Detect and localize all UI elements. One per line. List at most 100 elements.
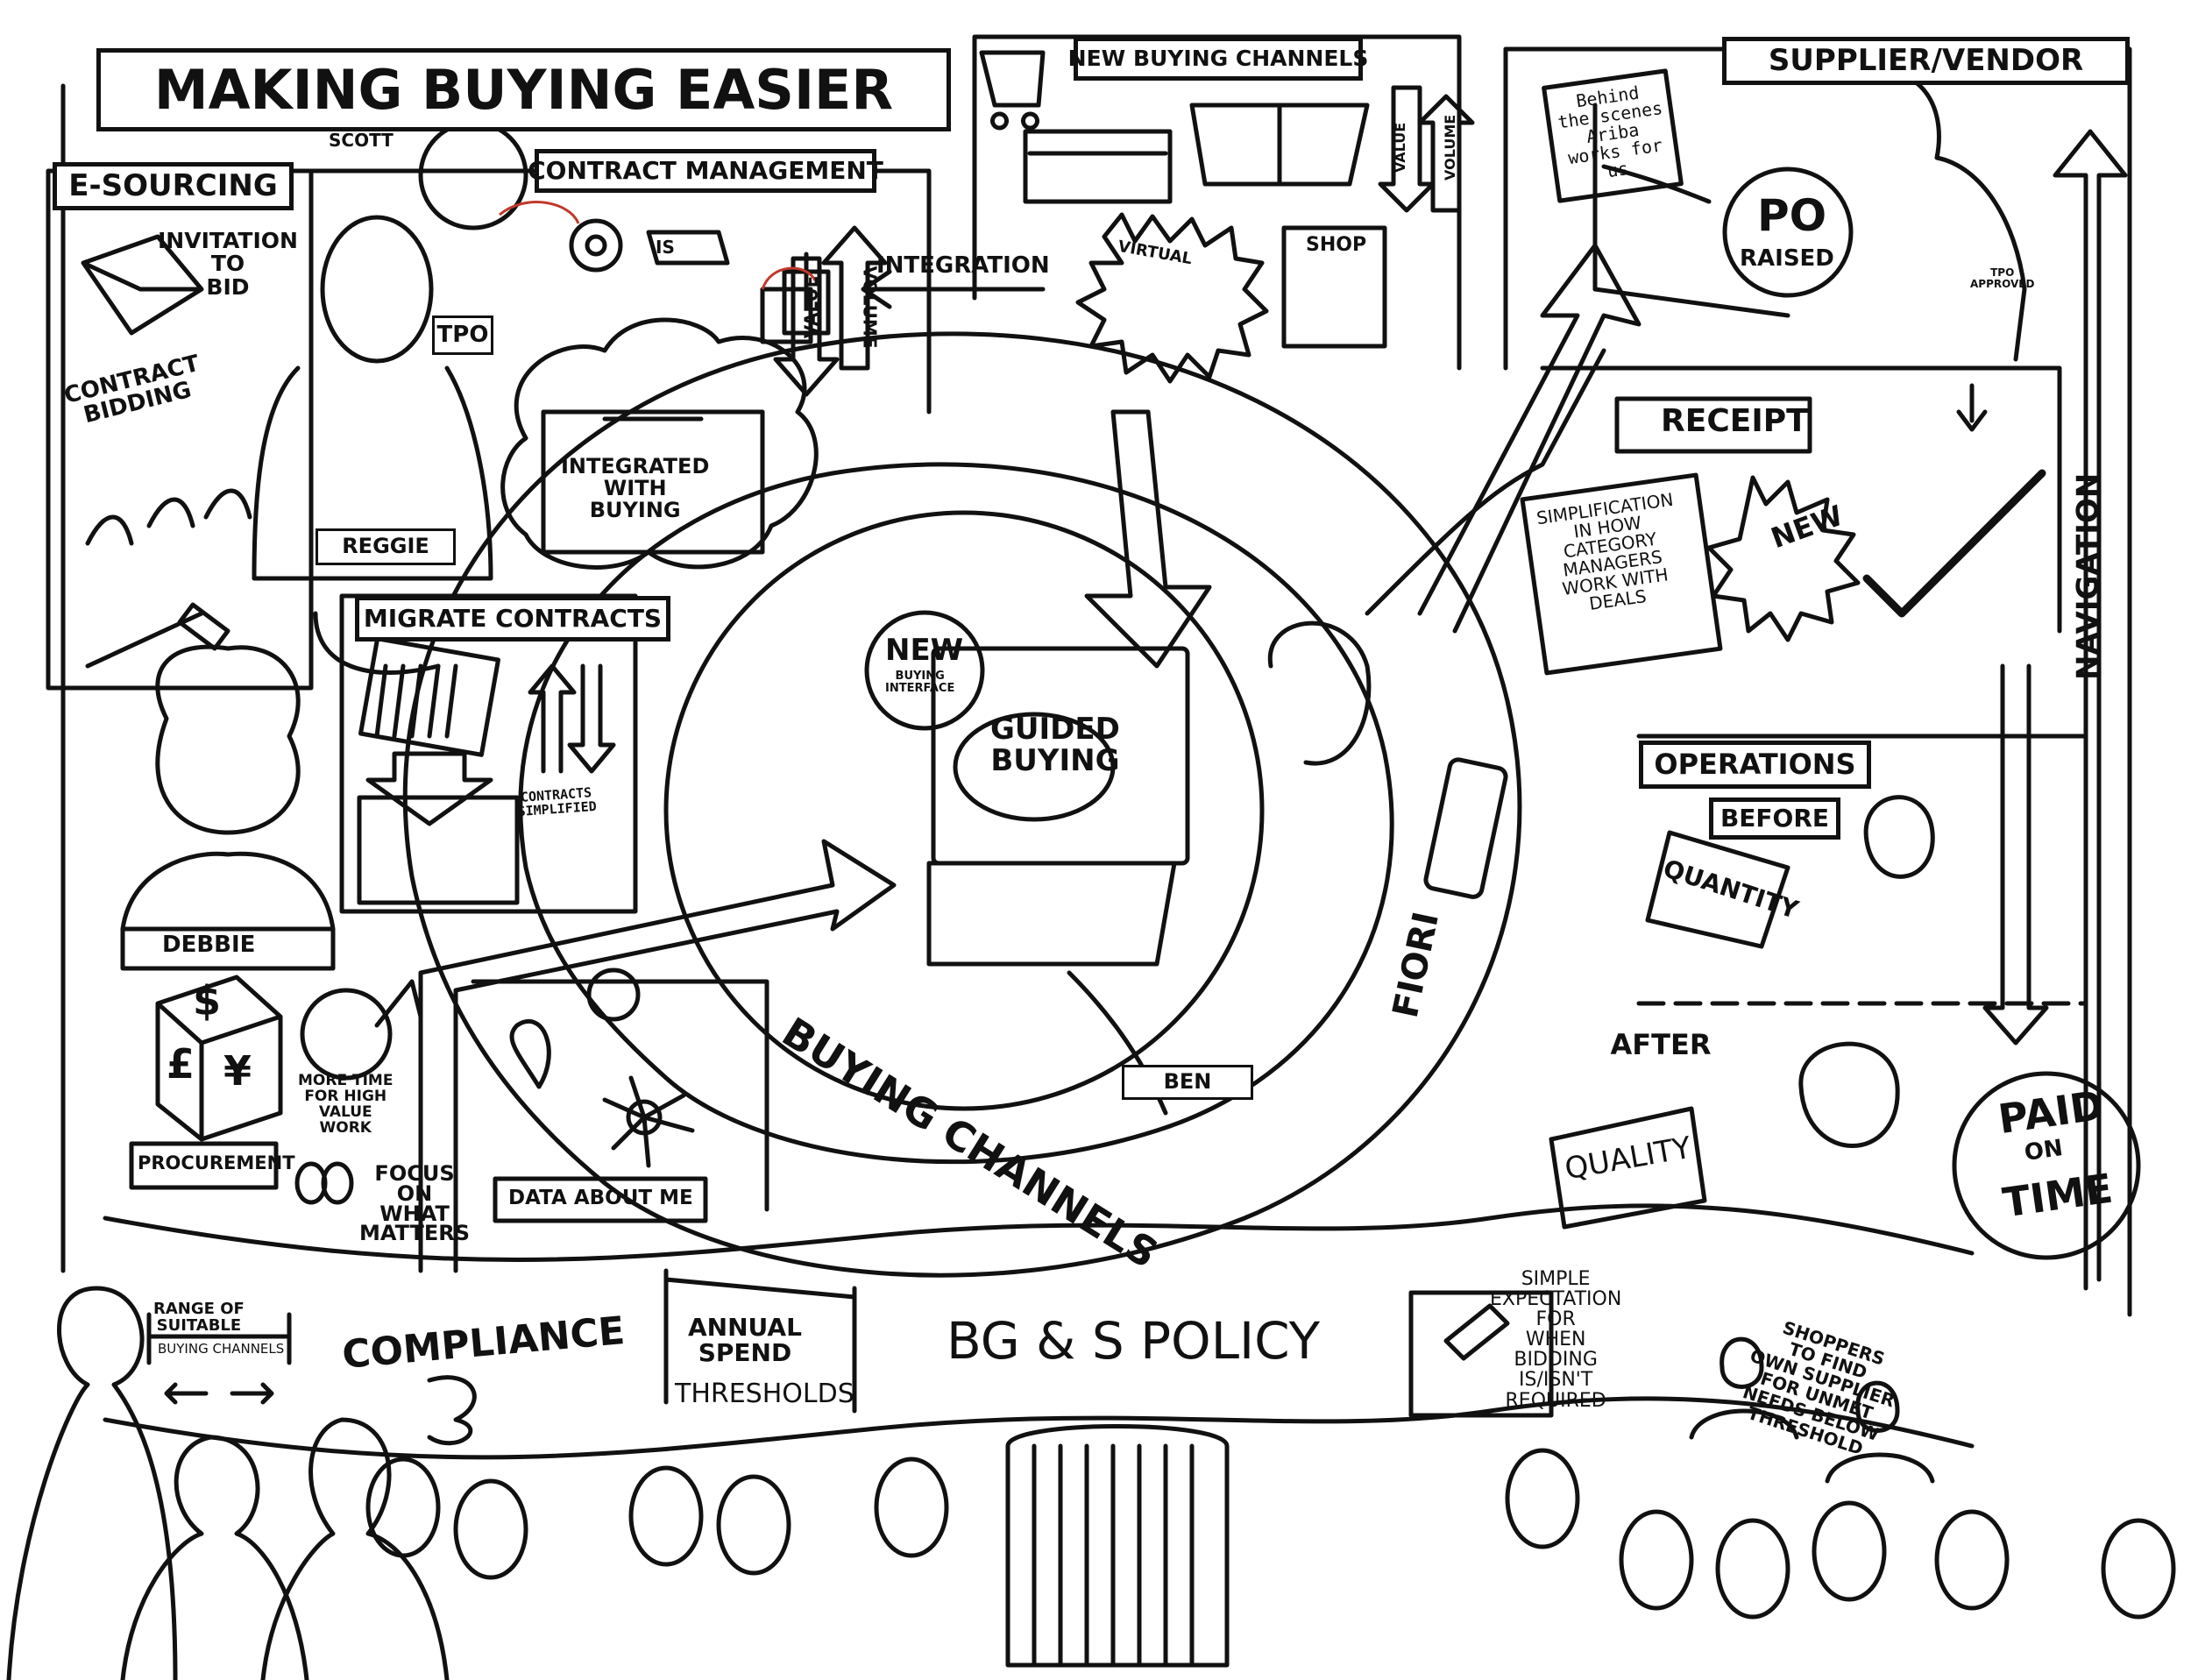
- gear-icon: [571, 221, 620, 270]
- phone-icon: [1424, 758, 1507, 898]
- focus-label: FOCUS ON WHAT MATTERS: [359, 1164, 470, 1244]
- contract-management-frame: [311, 171, 929, 412]
- scott-head: [421, 123, 526, 228]
- contract-management-title: CONTRACT MANAGEMENT: [528, 158, 883, 183]
- reggie-label: REGGIE: [342, 535, 429, 557]
- receipt-arrow: [1959, 386, 1985, 429]
- new-buying-channels-title-box: NEW BUYING CHANNELS: [1074, 37, 1363, 81]
- thresholds-label: THRESHOLDS: [675, 1380, 854, 1408]
- crowd-face: [456, 1481, 526, 1577]
- crowd-face: [2103, 1521, 2173, 1617]
- migrate-arrow-icon: [368, 754, 491, 824]
- building-windows: [1034, 1446, 1192, 1665]
- tpo-label: TPO: [437, 323, 489, 347]
- ben-label-box: BEN: [1122, 1065, 1253, 1100]
- debbie-head: [158, 647, 298, 833]
- debbie-label: DEBBIE: [162, 933, 255, 957]
- title-box: MAKING BUYING EASIER: [96, 48, 951, 131]
- reggie-head: [323, 217, 431, 361]
- pound-symbol: £: [167, 1043, 195, 1085]
- center-circle: [666, 513, 1262, 1109]
- new-interface-label: NEW: [885, 635, 963, 667]
- tpo-approved-badge: TPO APPROVED: [1970, 267, 2034, 289]
- crowd-face: [1621, 1512, 1691, 1608]
- ben-head: [1270, 623, 1369, 763]
- card-icon: [1025, 131, 1170, 202]
- volume-label: VOLUME: [860, 266, 878, 349]
- range-channels-label: BUYING CHANNELS: [158, 1343, 284, 1357]
- is-label: IS: [656, 238, 675, 257]
- e-sourcing-title: E-SOURCING: [68, 171, 277, 202]
- crowd-face: [719, 1477, 789, 1573]
- navigation-label: NAVIGATION: [2073, 473, 2104, 680]
- checkmark-icon: [1867, 473, 2042, 613]
- simplification-label: SIMPLIFICATION IN HOW CATEGORY MANAGERS …: [1535, 491, 1687, 620]
- ariba-note-text: Behind the scenes Ariba works for us: [1554, 81, 1671, 187]
- annual-spend-label: ANNUAL SPEND: [688, 1315, 802, 1366]
- before-box: BEFORE: [1709, 797, 1840, 840]
- person-left-2: [123, 1437, 307, 1680]
- laptop-keyboard: [929, 863, 1174, 964]
- profile-circle-icon: [589, 970, 638, 1019]
- supplier-person: [1875, 70, 2024, 359]
- guided-buying-label: GUIDED BUYING: [990, 714, 1120, 776]
- integrated-label: INTEGRATED WITH BUYING: [561, 456, 709, 522]
- channels-value-label: VALUE: [1393, 123, 1408, 173]
- down-arrow-into-center: [1087, 412, 1209, 666]
- reggie-label-box: REGGIE: [316, 528, 456, 565]
- crowd-face: [631, 1468, 701, 1564]
- handshake-icon: [429, 1378, 474, 1443]
- contract-management-title-box: CONTRACT MANAGEMENT: [535, 149, 876, 193]
- before-face: [1866, 797, 1932, 877]
- procurement-label: PROCUREMENT: [138, 1153, 295, 1173]
- cycle-icon: [302, 990, 390, 1078]
- raised-label: RAISED: [1740, 247, 1834, 271]
- crowd-face: [1937, 1512, 2007, 1608]
- up-arrow-icon: [530, 666, 574, 771]
- crowd-face: [1718, 1521, 1788, 1617]
- crowd-face: [1507, 1450, 1578, 1547]
- page-title: MAKING BUYING EASIER: [154, 61, 893, 118]
- expectation-label: SIMPLE EXPECTATION FOR WHEN BIDDING IS/I…: [1490, 1269, 1621, 1411]
- tpo-badge-box: TPO: [432, 315, 493, 355]
- data-about-me-label: DATA ABOUT ME: [508, 1187, 693, 1209]
- before-label: BEFORE: [1720, 805, 1829, 831]
- down-arrow-icon: [570, 666, 613, 771]
- debbie-body: [123, 854, 333, 929]
- eye-right-icon: [323, 1164, 351, 1202]
- crowd-face: [876, 1459, 947, 1556]
- range-label: RANGE OF SUITABLE: [153, 1301, 245, 1335]
- operations-down-arrow: [1985, 666, 2046, 1043]
- range-arrows: [167, 1385, 272, 1402]
- after-face: [1801, 1044, 1897, 1145]
- receipt-title: RECEIPT: [1661, 405, 1808, 438]
- dollar-symbol: $: [193, 980, 221, 1022]
- eye-left-icon: [297, 1164, 325, 1202]
- shop-label: SHOP: [1306, 235, 1366, 255]
- bidders-icon: [88, 491, 250, 543]
- on-label: ON: [2023, 1137, 2064, 1166]
- invitation-label: INVITATION TO BID: [158, 230, 298, 299]
- more-time-label: MORE TIME FOR HIGH VALUE WORK: [298, 1074, 393, 1136]
- operations-title-box: OPERATIONS: [1639, 741, 1871, 789]
- crowd-face: [368, 1459, 438, 1556]
- migrate-contracts-title-box: MIGRATE CONTRACTS: [355, 596, 670, 642]
- policy-title: BG & S POLICY: [947, 1315, 1320, 1368]
- channels-volume-label: VOLUME: [1443, 115, 1458, 181]
- gavel-icon: [88, 605, 228, 666]
- operations-title: OPERATIONS: [1654, 750, 1855, 780]
- gear-hub-icon: [587, 237, 605, 254]
- crowd-face: [1814, 1503, 1884, 1599]
- ben-label: BEN: [1164, 1071, 1212, 1093]
- location-pin-icon: [512, 1021, 549, 1087]
- cart-icon: [982, 53, 1043, 128]
- contracts-simplified-label: CONTRACTS SIMPLIFIED: [516, 786, 597, 819]
- after-label: AFTER: [1611, 1031, 1712, 1060]
- cycle-arrow: [377, 982, 421, 1025]
- supplier-title-box: SUPPLIER/VENDOR: [1722, 37, 2130, 85]
- catalogue-icon: [1192, 105, 1367, 184]
- migrate-contracts-panel: [342, 596, 635, 911]
- buying-interface-label: BUYING INTERFACE: [885, 670, 954, 694]
- after-box: AFTER: [1608, 1025, 1713, 1066]
